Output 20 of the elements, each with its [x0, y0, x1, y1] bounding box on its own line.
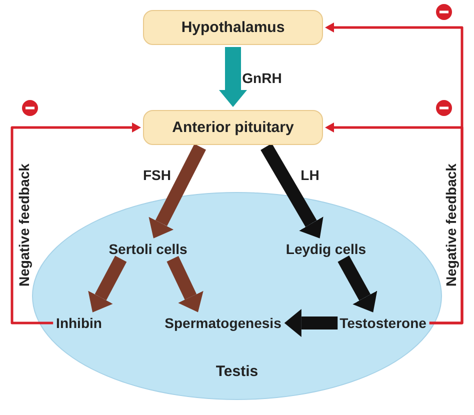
gland-box: Hypothalamus [143, 10, 323, 45]
organ-label: Testis [214, 363, 260, 380]
node-label: Sertoli cells [108, 241, 188, 257]
gland-box: Anterior pituitary [143, 110, 323, 145]
block-arrow [88, 256, 127, 312]
node-label: Leydig cells [286, 241, 366, 257]
node-label: Testosterone [340, 315, 426, 331]
block-arrow [338, 256, 378, 312]
edge-label: Negative feedback [443, 164, 459, 286]
edge-label: FSH [143, 167, 171, 183]
edge-label: LH [300, 167, 320, 183]
block-arrow [148, 144, 206, 238]
block-arrow [260, 143, 324, 238]
edge-label: GnRH [242, 70, 282, 86]
feedback-arrow [325, 22, 464, 324]
block-arrow [219, 47, 247, 107]
node-label: Spermatogenesis [164, 315, 282, 331]
edge-label: Negative feedback [16, 164, 32, 286]
block-arrow [284, 309, 338, 337]
node-label: Inhibin [56, 315, 102, 331]
